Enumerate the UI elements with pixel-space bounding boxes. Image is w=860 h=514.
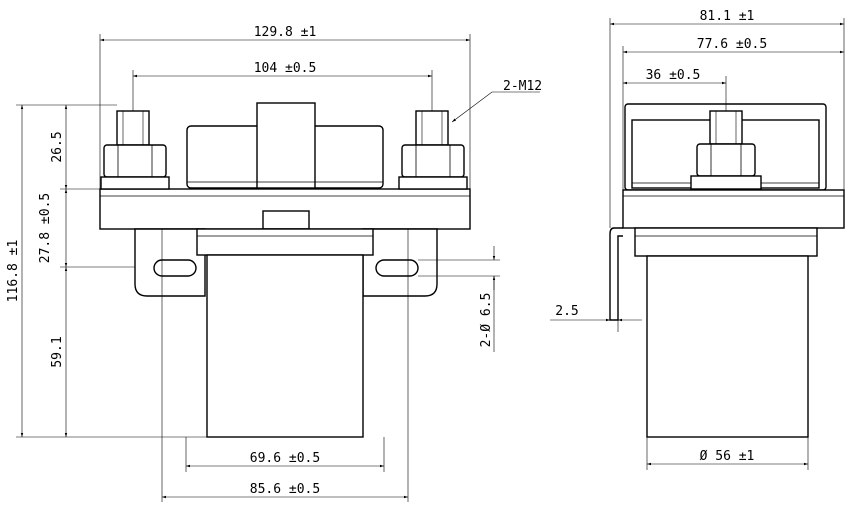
coil-body <box>206 254 364 438</box>
label-overall-depth: 81.1 ±1 <box>700 9 755 24</box>
label-body-height: 59.1 <box>50 336 65 367</box>
left-mount-ear <box>134 228 206 297</box>
right-washer <box>398 176 468 190</box>
left-mount-slot <box>153 259 197 277</box>
right-mount-ear <box>362 228 438 297</box>
right-mount-slot <box>375 259 419 277</box>
front-view: 129.8 ±1 104 ±0.5 26.5 27.8 ±0.5 116.8 ±… <box>6 25 542 502</box>
label-total-height: 116.8 ±1 <box>6 240 21 303</box>
label-body-diameter: Ø 56 ±1 <box>700 449 755 464</box>
label-terminal-height: 26.5 <box>50 131 65 162</box>
label-flange-depth: 77.6 ±0.5 <box>697 37 767 52</box>
side-terminal <box>690 110 762 190</box>
label-mount-spacing: 85.6 ±0.5 <box>250 482 320 497</box>
side-coil-body <box>646 255 809 438</box>
center-boss <box>256 102 316 189</box>
left-nut <box>103 144 167 178</box>
label-terminal-offset: 36 ±0.5 <box>646 68 701 83</box>
right-stud <box>415 110 449 146</box>
label-overall-width: 129.8 ±1 <box>254 25 317 40</box>
side-view: 81.1 ±1 77.6 ±0.5 36 ±0.5 2.5 Ø 56 ±1 <box>550 9 845 470</box>
side-stud <box>709 110 743 145</box>
side-bracket <box>609 227 623 321</box>
right-terminal <box>398 110 468 190</box>
side-nut <box>696 143 756 177</box>
side-yoke-strip <box>634 227 818 257</box>
left-stud <box>116 110 150 146</box>
left-washer <box>100 176 170 190</box>
label-bracket-thickness: 2.5 <box>555 304 578 319</box>
label-bracket-height: 27.8 ±0.5 <box>38 193 53 263</box>
base-plate <box>99 188 471 230</box>
side-washer <box>690 175 762 190</box>
yoke-strip <box>196 228 374 256</box>
label-body-width: 69.6 ±0.5 <box>250 451 320 466</box>
label-terminal-spacing: 104 ±0.5 <box>254 61 317 76</box>
left-terminal <box>100 110 170 190</box>
right-nut <box>401 144 465 178</box>
label-holes: 2-Ø 6.5 <box>479 293 494 348</box>
thread-leader <box>451 91 540 123</box>
label-thread: 2-M12 <box>503 79 542 94</box>
